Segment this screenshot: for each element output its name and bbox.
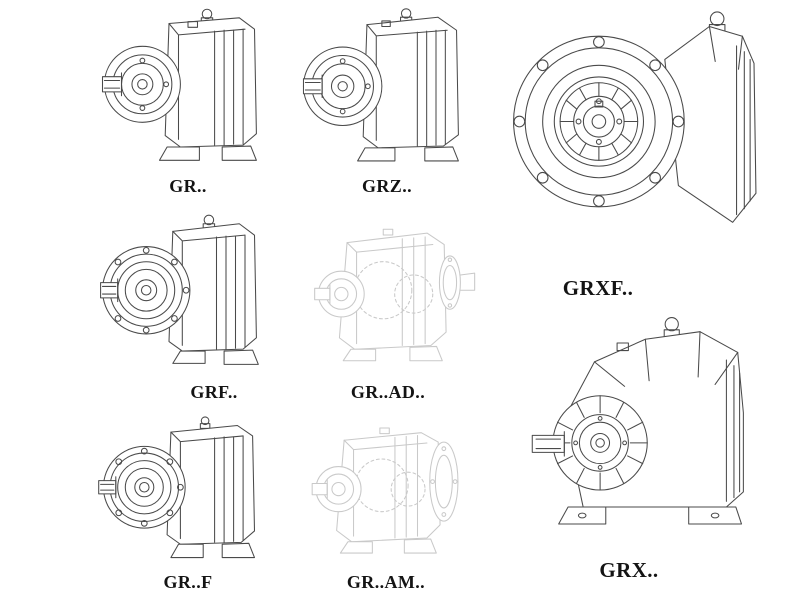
figure-caption-grxf: GRXF..	[562, 276, 634, 300]
figure-caption-gr-am: GR..AM..	[346, 572, 426, 592]
figure-grz: GRZ..	[292, 6, 482, 197]
figure-grx: GRX..	[498, 294, 788, 583]
figure-gr: GR..	[90, 6, 286, 197]
grxf-drawing	[513, 11, 757, 223]
figure-caption-grz: GRZ..	[361, 176, 412, 196]
gr-am-drawing	[311, 427, 459, 554]
figure-gr-ad: GR..AD..	[286, 210, 490, 403]
figure-caption-gr: GR..	[169, 176, 207, 196]
gr-ad-drawing	[314, 228, 476, 362]
figure-grf: GRF..	[90, 210, 286, 403]
figure-grxf: GRXF..	[498, 2, 788, 301]
gr-drawing	[101, 8, 257, 161]
figure-gr-am: GR..AM..	[286, 412, 486, 593]
gr-f-drawing	[98, 416, 256, 559]
figure-caption-grf: GRF..	[190, 382, 238, 402]
figure-caption-gr-f: GR..F	[163, 572, 213, 592]
figure-caption-gr-ad: GR..AD..	[350, 382, 426, 402]
figure-gr-f: GR..F	[90, 414, 286, 593]
grx-drawing	[531, 317, 744, 525]
grf-drawing	[100, 214, 259, 365]
figure-caption-grx: GRX..	[599, 558, 659, 582]
grz-drawing	[302, 8, 459, 162]
